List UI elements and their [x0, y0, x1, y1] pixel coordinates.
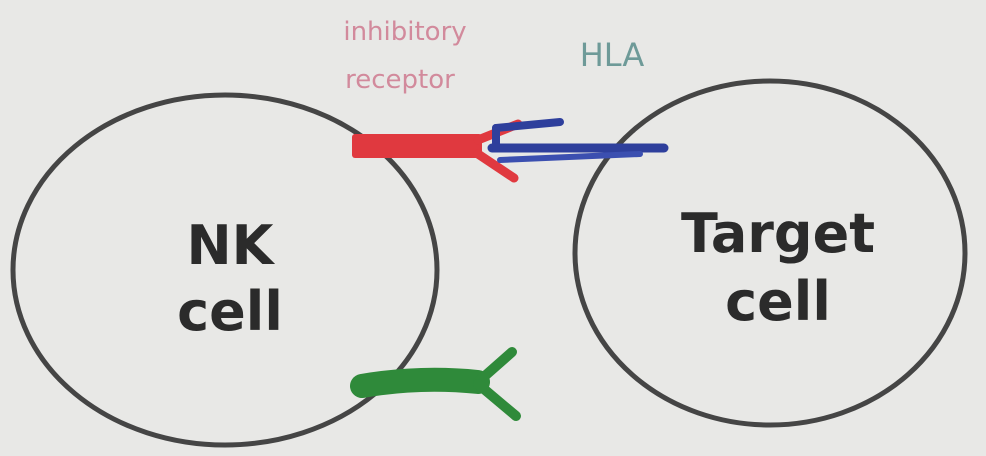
activating-receptor — [350, 347, 521, 421]
nk-cell-label-line2: cell — [177, 280, 283, 343]
target-cell-outline — [572, 78, 968, 428]
target-cell-label-line2: cell — [725, 270, 831, 333]
inhibitory-receptor-label-line2: receptor — [345, 65, 455, 95]
nk-cell-outline — [10, 92, 440, 448]
inhibitory-receptor-label-line1: inhibitory — [343, 17, 466, 47]
target-cell-label-line1: Target — [681, 202, 875, 265]
nk-cell-label-line1: NK — [186, 214, 275, 277]
hla-molecule — [487, 118, 669, 163]
hla-label: HLA — [580, 36, 645, 74]
